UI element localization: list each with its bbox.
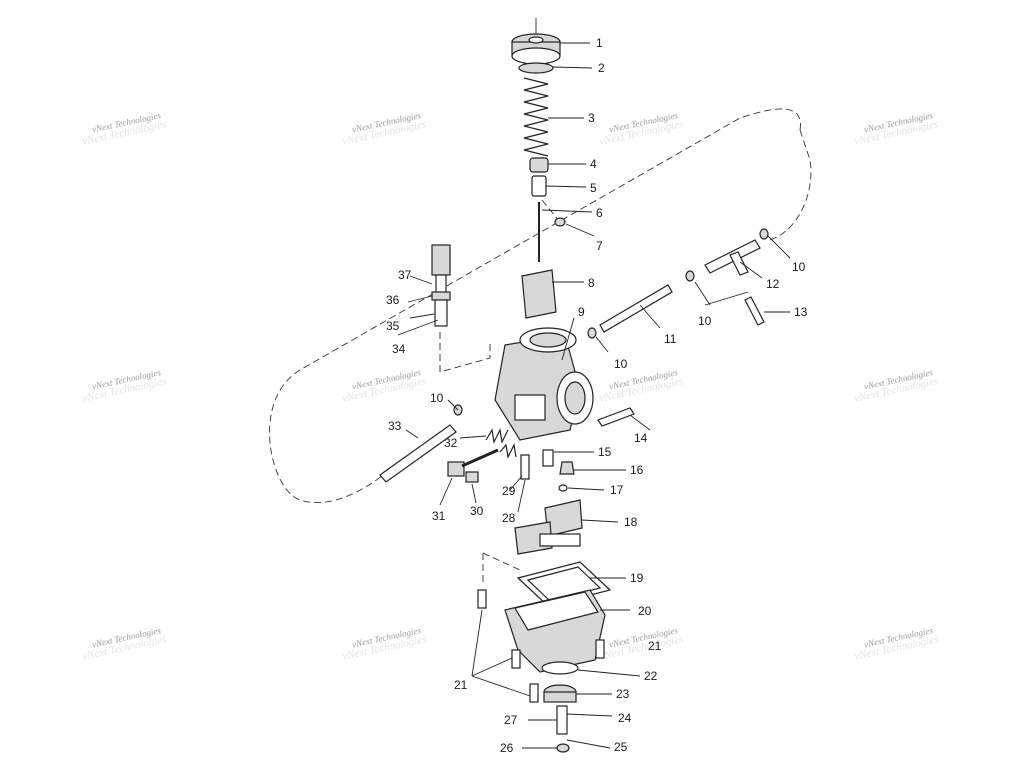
- pilot-screw-spring-32: [485, 428, 509, 444]
- callout-31: 31: [432, 509, 446, 523]
- tee-fitting-12: [704, 239, 761, 276]
- callout-26: 26: [500, 741, 514, 755]
- top-cap: [511, 18, 561, 65]
- o-ring-22: [541, 661, 579, 675]
- main-jet-15: [542, 449, 554, 467]
- callout-16: 16: [630, 463, 644, 477]
- callout-27: 27: [504, 713, 518, 727]
- choke-plunger-assembly: [431, 244, 451, 327]
- callout-28: 28: [502, 511, 516, 525]
- overflow-tube-14: [597, 407, 635, 427]
- callout-32: 32: [444, 436, 458, 450]
- carburetor-body: [494, 327, 594, 441]
- drain-plug-23: [543, 684, 577, 703]
- callout-14: 14: [634, 431, 648, 445]
- callout-30: 30: [470, 504, 484, 518]
- throttle-spring: [523, 77, 549, 157]
- callout-11: 11: [664, 332, 677, 346]
- assembly-loop-line: [269, 108, 801, 504]
- vent-tube-13: [744, 296, 765, 326]
- callout-15: 15: [598, 445, 612, 459]
- assembly-loop-line-right: [769, 129, 812, 241]
- callout-21-right: 21: [648, 639, 662, 653]
- callout-36: 36: [386, 293, 400, 307]
- callout-10-top-right: 10: [792, 260, 806, 274]
- fuel-hose-33: [379, 424, 457, 483]
- callout-4: 4: [590, 157, 597, 171]
- callout-12: 12: [766, 277, 780, 291]
- callout-24: 24: [618, 711, 632, 725]
- needle-jet-16: [559, 461, 575, 475]
- vent-hose-11: [599, 284, 673, 333]
- callout-21-left: 21: [454, 678, 468, 692]
- jet-needle: [538, 202, 566, 262]
- callout-20: 20: [638, 604, 652, 618]
- needle-clip-holder: [531, 175, 547, 197]
- idle-screw-31: [447, 448, 499, 477]
- callout-3: 3: [588, 111, 595, 125]
- callout-10-tee: 10: [698, 314, 712, 328]
- callout-7: 7: [596, 239, 603, 253]
- callout-34: 34: [392, 342, 406, 356]
- callout-17: 17: [610, 483, 624, 497]
- callout-10-left: 10: [430, 391, 444, 405]
- spring-seat: [529, 157, 549, 173]
- pilot-jet-29: [499, 443, 530, 480]
- callout-18: 18: [624, 515, 638, 529]
- callout-37: 37: [398, 268, 412, 282]
- callout-5: 5: [590, 181, 597, 195]
- phantom-line-34: [439, 332, 491, 373]
- callout-35: 35: [386, 319, 400, 333]
- callout-1: 1: [596, 36, 603, 50]
- pilot-screw-30: [465, 471, 479, 483]
- callout-33: 33: [388, 419, 402, 433]
- cap-washer: [518, 62, 554, 74]
- callout-10-body: 10: [614, 357, 628, 371]
- leader-lines: [397, 42, 791, 749]
- callout-29: 29: [502, 484, 516, 498]
- callout-8: 8: [588, 276, 595, 290]
- callouts: 1 2 3 4 5 6 7 8 9 10 10 10 10 11 12 13 1…: [386, 36, 808, 755]
- phantom-line-bowl: [482, 552, 521, 585]
- drain-tube-24: [556, 705, 568, 735]
- callout-23: 23: [616, 687, 630, 701]
- callout-13: 13: [794, 305, 808, 319]
- callout-2: 2: [598, 61, 605, 75]
- float-18: [514, 499, 583, 555]
- washer-17: [558, 484, 568, 492]
- drain-screw-25: [556, 743, 570, 753]
- callout-9: 9: [578, 305, 585, 319]
- bowl-screws-21: [477, 589, 605, 703]
- callout-25: 25: [614, 740, 628, 754]
- float-bowl-20: [504, 589, 606, 673]
- callout-6: 6: [596, 206, 603, 220]
- callout-19: 19: [630, 571, 644, 585]
- throttle-valve: [521, 269, 557, 319]
- callout-22: 22: [644, 669, 658, 683]
